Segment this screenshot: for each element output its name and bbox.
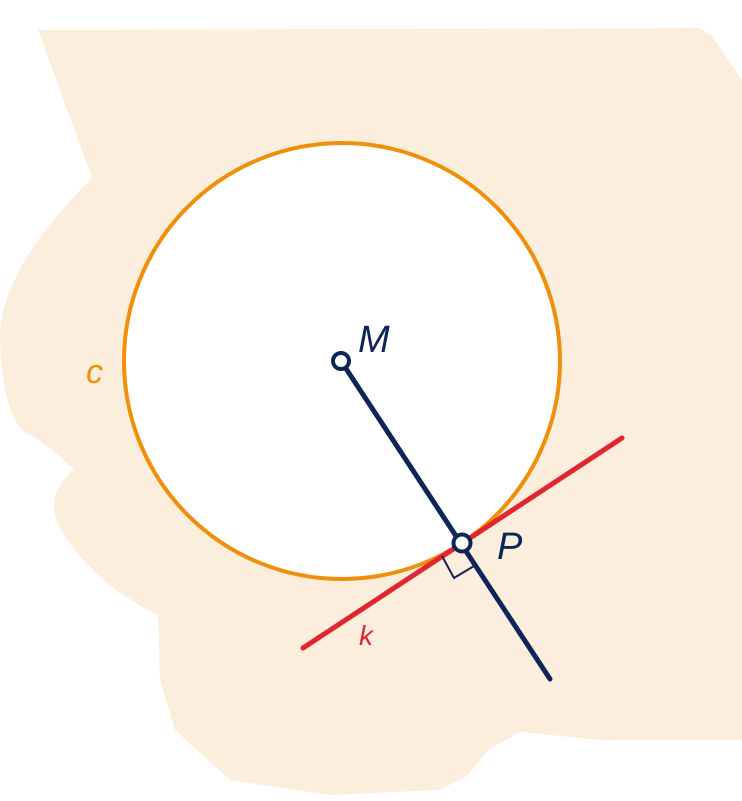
paper-hole <box>604 9 623 27</box>
paper-hole <box>102 9 121 27</box>
paper-hole <box>643 9 661 27</box>
point-m <box>331 351 351 371</box>
label-c: c <box>86 353 103 391</box>
paper-hole <box>179 9 198 27</box>
paper-hole <box>372 9 391 27</box>
label-p: P <box>497 526 523 568</box>
paper-hole <box>527 9 546 27</box>
paper-hole <box>681 9 700 27</box>
paper-holes <box>64 9 700 27</box>
paper-hole <box>141 9 160 27</box>
point-p <box>451 532 473 554</box>
label-k: k <box>359 620 375 651</box>
paper-hole <box>64 9 82 27</box>
paper-hole <box>295 9 314 27</box>
paper-hole <box>488 9 507 27</box>
label-m: M <box>358 319 390 361</box>
radius-line-mp <box>338 358 553 682</box>
paper-hole <box>565 9 584 27</box>
right-angle-marker <box>441 555 475 580</box>
paper-hole <box>334 9 353 27</box>
paper-hole <box>218 9 237 27</box>
paper-hole <box>411 9 430 27</box>
paper-hole <box>450 9 468 27</box>
paper-hole <box>257 9 275 27</box>
